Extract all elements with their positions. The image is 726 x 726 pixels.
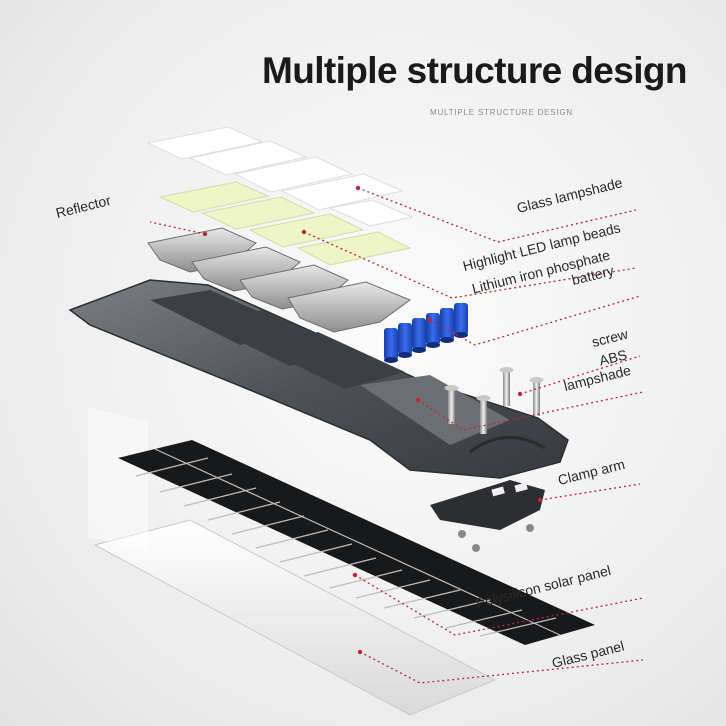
led-lamp-boards — [158, 181, 412, 266]
abs-lampshade-housing — [68, 279, 569, 479]
page-title: Multiple structure design — [262, 50, 688, 91]
lithium-batteries — [384, 303, 468, 363]
leader-lines — [149, 187, 644, 684]
leader-dots — [202, 185, 543, 655]
page-subtitle: MULTIPLE STRUCTURE DESIGN — [430, 108, 573, 117]
clamp-arm — [430, 480, 545, 552]
reflectors — [147, 227, 412, 333]
screws — [444, 367, 544, 434]
polysilicon-solar-panel — [118, 440, 595, 645]
glass-panel — [88, 406, 497, 716]
glass-lampshade-panes — [146, 126, 414, 227]
